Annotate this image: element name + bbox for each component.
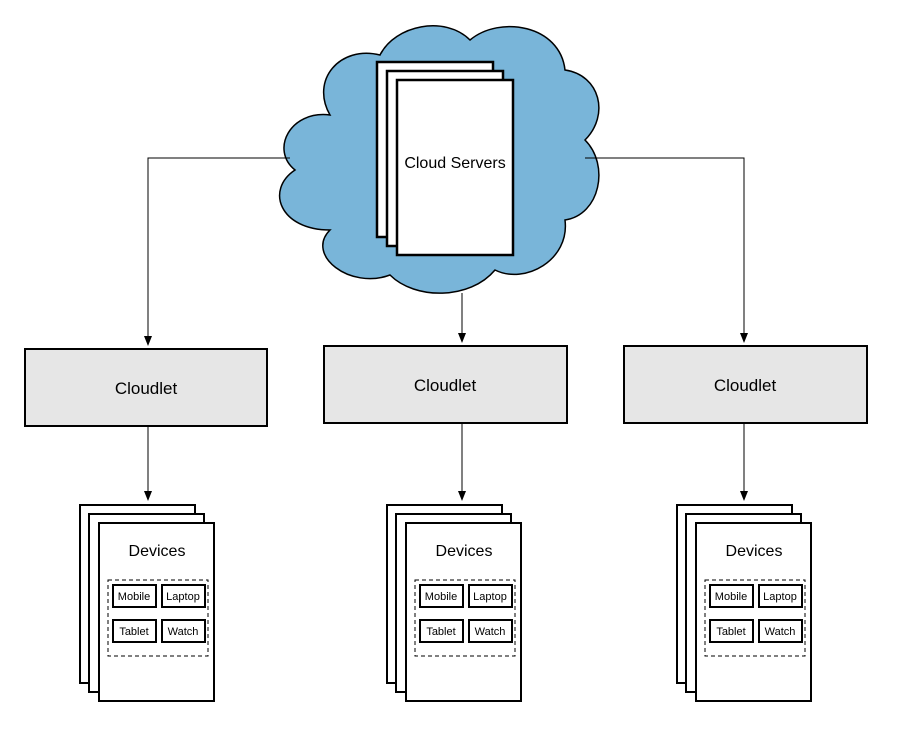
device-item-laptop: Laptop — [763, 591, 797, 603]
cloudlet-middle: Cloudlet — [323, 345, 568, 424]
device-group-right: Devices Mobile Laptop Tablet Watch — [676, 504, 812, 702]
device-list-frame — [107, 579, 209, 657]
cloudlet-left: Cloudlet — [24, 348, 268, 427]
connector-cloud-to-cloudlet-left — [144, 157, 290, 346]
devices-title: Devices — [726, 543, 783, 560]
devices-title: Devices — [129, 543, 186, 560]
cloudlet-label: Cloudlet — [714, 376, 777, 395]
device-item-tablet: Tablet — [119, 626, 148, 638]
device-group-middle: Devices Mobile Laptop Tablet Watch — [386, 504, 522, 702]
device-list-frame — [704, 579, 806, 657]
cloud-servers-label: Cloud Servers — [404, 155, 505, 172]
device-item-watch: Watch — [475, 626, 506, 638]
device-item-mobile: Mobile — [425, 591, 457, 603]
device-item-tablet: Tablet — [716, 626, 745, 638]
device-item-laptop: Laptop — [473, 591, 507, 603]
device-item-laptop: Laptop — [166, 591, 200, 603]
device-item-watch: Watch — [168, 626, 199, 638]
cloudlet-label: Cloudlet — [414, 376, 477, 395]
cloud-servers-stack: Cloud Servers — [375, 60, 515, 257]
device-list-frame — [414, 579, 516, 657]
device-item-mobile: Mobile — [715, 591, 747, 603]
server-page-front — [395, 78, 515, 257]
device-item-tablet: Tablet — [426, 626, 455, 638]
device-group-left: Devices Mobile Laptop Tablet Watch — [79, 504, 215, 702]
devices-title: Devices — [436, 543, 493, 560]
device-item-watch: Watch — [765, 626, 796, 638]
connector-cloud-to-cloudlet-right — [585, 157, 748, 343]
device-item-mobile: Mobile — [118, 591, 150, 603]
cloudlet-label: Cloudlet — [115, 379, 178, 398]
cloudlet-right: Cloudlet — [623, 345, 868, 424]
